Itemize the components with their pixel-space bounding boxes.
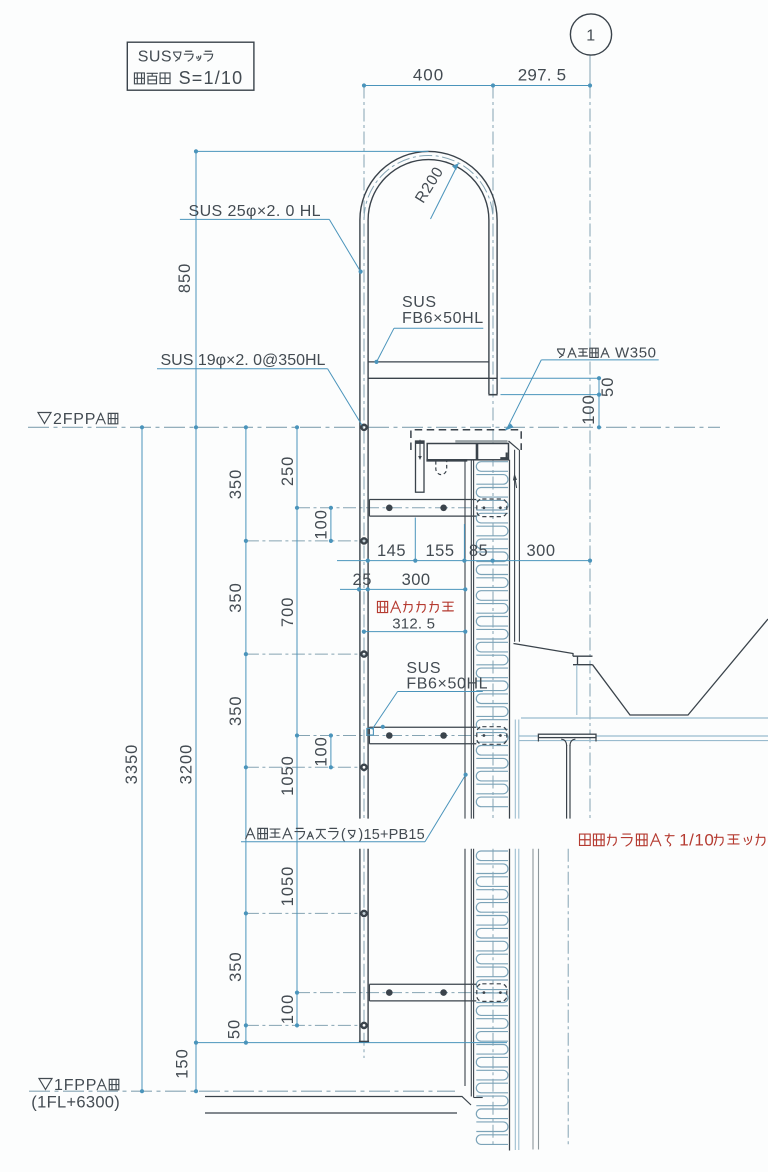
svg-text:850: 850 [176, 263, 194, 294]
svg-text:SUS 25φ×2. 0 HL: SUS 25φ×2. 0 HL [189, 203, 321, 220]
svg-text:W350: W350 [615, 345, 657, 362]
svg-text:100: 100 [312, 736, 330, 767]
svg-text:297. 5: 297. 5 [518, 66, 566, 85]
svg-text:1FPP: 1FPP [54, 1077, 97, 1094]
svg-text:1: 1 [586, 27, 595, 44]
svg-text:(1FL+6300): (1FL+6300) [31, 1094, 120, 1112]
svg-text:350: 350 [227, 582, 245, 613]
svg-text:1/10: 1/10 [679, 831, 714, 850]
svg-text:155: 155 [425, 542, 454, 560]
svg-text:50: 50 [599, 377, 617, 397]
svg-text:350: 350 [227, 469, 245, 500]
svg-text:SUS: SUS [138, 49, 172, 66]
svg-text:3200: 3200 [178, 744, 196, 785]
svg-text:150: 150 [174, 1048, 192, 1079]
svg-text:)15+PB15: )15+PB15 [358, 827, 425, 843]
svg-text:25: 25 [353, 571, 372, 589]
svg-text:300: 300 [526, 542, 555, 560]
svg-text:250: 250 [279, 456, 297, 487]
svg-text:2FPP: 2FPP [53, 411, 96, 428]
svg-text:350: 350 [227, 951, 245, 982]
svg-text:SUS 19φ×2. 0@350HL: SUS 19φ×2. 0@350HL [161, 352, 326, 369]
svg-text:100: 100 [279, 994, 297, 1025]
svg-text:S=1/10: S=1/10 [179, 68, 244, 88]
svg-text:3350: 3350 [123, 744, 141, 785]
svg-text:400: 400 [413, 66, 444, 85]
svg-text:145: 145 [377, 542, 406, 560]
svg-text:300: 300 [402, 571, 431, 589]
svg-text:1050: 1050 [279, 866, 297, 907]
svg-text:SUS: SUS [402, 294, 437, 311]
svg-text:FB6×50HL: FB6×50HL [406, 676, 488, 693]
svg-text:FB6×50HL: FB6×50HL [402, 310, 484, 327]
svg-text:700: 700 [279, 597, 297, 628]
svg-text:50: 50 [226, 1019, 244, 1039]
svg-text:312. 5: 312. 5 [392, 616, 435, 633]
svg-text:(: ( [341, 827, 346, 843]
svg-text:100: 100 [580, 394, 598, 425]
svg-text:SUS: SUS [406, 660, 441, 677]
svg-text:100: 100 [312, 509, 330, 540]
svg-text:350: 350 [227, 695, 245, 726]
svg-text:85: 85 [469, 542, 488, 560]
svg-text:1050: 1050 [279, 755, 297, 796]
